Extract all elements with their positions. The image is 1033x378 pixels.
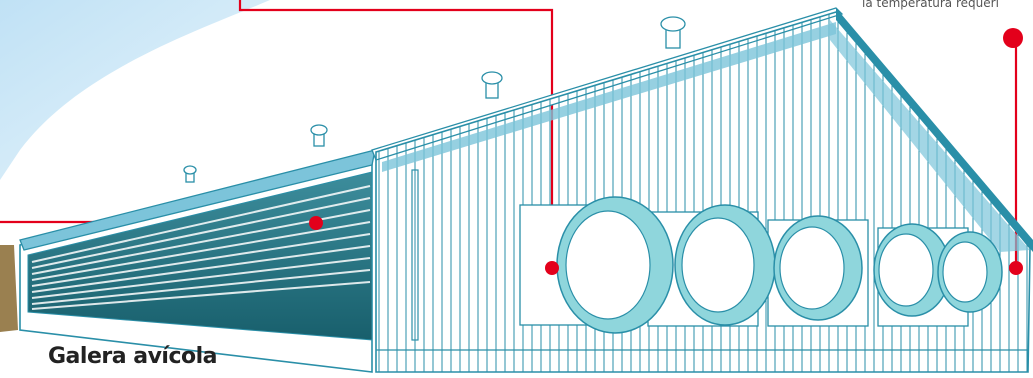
door-handle xyxy=(411,169,419,341)
side-shutter xyxy=(27,171,373,341)
roof-ventilator-icon xyxy=(183,16,686,183)
sky-background xyxy=(0,0,270,180)
roof-edge-right xyxy=(836,8,1033,252)
eave-blue xyxy=(382,22,836,172)
roof-long xyxy=(19,149,376,251)
shutter-slats xyxy=(31,185,371,310)
exhaust-fan-icon xyxy=(556,196,1003,334)
gable-shadow xyxy=(830,20,1030,252)
callout-text: la temperatura requeri xyxy=(862,0,999,10)
diagram-title: Galera avícola xyxy=(48,344,218,369)
callout-dot-icon xyxy=(309,28,1023,275)
wood-post xyxy=(0,245,18,332)
